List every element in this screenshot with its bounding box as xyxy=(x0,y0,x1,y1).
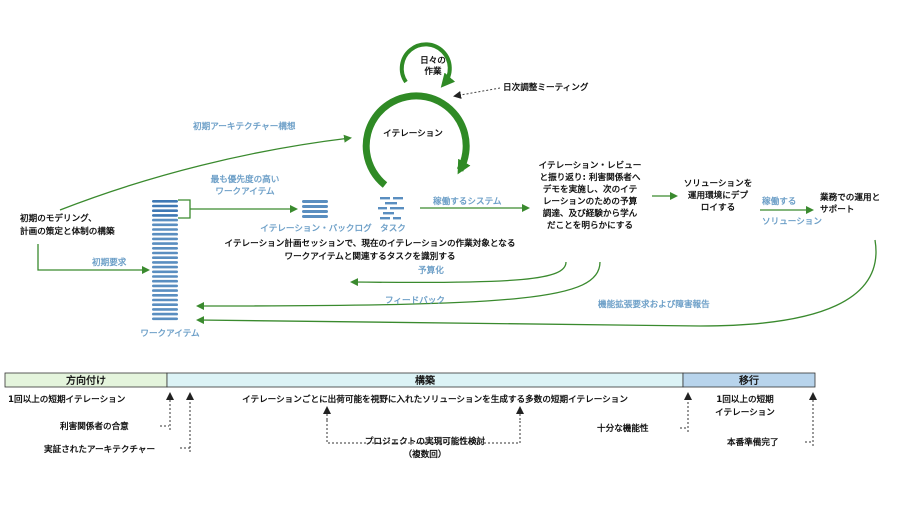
work-item-bar xyxy=(152,256,178,259)
project-viability-label-2: （複数回） xyxy=(404,448,447,460)
work-item-bar xyxy=(152,214,178,217)
phase-construction-label: 構築 xyxy=(415,374,436,387)
funding-label: 予算化 xyxy=(418,264,444,276)
construction-note: イテレーションごとに出荷可能を視野に入れたソリューションを生成する多数の短期イテ… xyxy=(242,393,628,405)
work-item-bar xyxy=(152,294,178,297)
initial-requirements-arrow xyxy=(37,244,150,274)
high-priority-label: 最も優先度の高い xyxy=(211,173,280,185)
svg-text:イテレーション・レビュー: イテレーション・レビュー xyxy=(539,159,642,171)
work-item-bar xyxy=(152,209,178,212)
daily-work-label: 日々の xyxy=(420,55,446,66)
iteration-backlog-stack xyxy=(302,200,328,218)
high-priority-label-2: ワークアイテム xyxy=(215,186,275,197)
high-priority-bracket xyxy=(178,199,191,219)
daily-meeting-label: 日次調整ミーティング xyxy=(503,81,589,93)
initial-architecture-arrow xyxy=(59,134,352,211)
working-solution-label-2: ソリューション xyxy=(762,216,822,227)
work-item-bar xyxy=(152,251,178,255)
transition-note: 1回以上の短期 xyxy=(716,393,774,405)
svg-text:レーションのための予算: レーションのための予算 xyxy=(543,195,638,207)
initial-architecture-label: 初期アーキテクチャー構想 xyxy=(193,120,296,132)
project-viability-label: プロジェクトの実現可能性検討 xyxy=(365,435,486,447)
iteration-review-text: イテレーション・レビュー と振り返り: 利害関係者へ デモを実施し、次のイテ レ… xyxy=(539,159,642,231)
work-item-bar xyxy=(152,232,178,236)
iteration-label: イテレーション xyxy=(383,128,443,139)
svg-text:ソリューションを: ソリューションを xyxy=(684,178,753,189)
work-item-bar xyxy=(152,242,178,245)
phase-transition-label: 移行 xyxy=(739,374,759,387)
work-item-bar xyxy=(152,261,178,264)
svg-text:デモを実施し、次のイテ: デモを実施し、次のイテ xyxy=(543,183,638,195)
work-item-bar xyxy=(152,247,178,250)
sufficient-functionality-label: 十分な機能性 xyxy=(597,422,649,434)
phase-transition xyxy=(682,372,816,388)
daily-loop-arrow xyxy=(399,42,456,88)
proven-architecture-label: 実証されたアーキテクチャー xyxy=(44,443,155,455)
feedback-label: フィードバック xyxy=(385,295,445,306)
work-item-bar xyxy=(152,204,178,208)
work-item-bar xyxy=(152,284,178,288)
work-item-bar xyxy=(152,237,178,241)
svg-text:と振り返り: 利害関係者へ: と振り返り: 利害関係者へ xyxy=(540,171,641,183)
work-items-stack xyxy=(152,200,178,321)
release-text: ソリューションを 運用環境にデプ ロイする xyxy=(684,178,753,213)
work-item-bar xyxy=(152,308,178,311)
tasks-icon xyxy=(378,197,404,220)
task-label: タスク xyxy=(380,222,406,234)
operations-label-2: サポート xyxy=(820,203,854,215)
svg-text:だことを明らかにする: だことを明らかにする xyxy=(547,220,633,231)
work-item-bar xyxy=(152,200,178,203)
svg-text:運用環境にデプ: 運用環境にデプ xyxy=(688,189,749,201)
work-item-bar xyxy=(152,275,178,278)
work-item-bar xyxy=(152,298,178,302)
svg-text:ロイする: ロイする xyxy=(701,202,735,213)
planning-session-label-2: ワークアイテムと関連するタスクを識別する xyxy=(284,250,455,262)
initial-modeling-label: 初期のモデリング、 xyxy=(20,212,97,224)
work-item-bar xyxy=(152,317,178,321)
working-solution-label: 稼働する xyxy=(762,195,796,207)
initial-modeling-label-2: 計画の策定と体制の構築 xyxy=(20,225,115,237)
transition-note-2: イテレーション xyxy=(715,407,775,418)
production-ready-label: 本番準備完了 xyxy=(727,436,779,448)
work-item-bar xyxy=(152,218,178,222)
working-system-label: 稼働するシステム xyxy=(433,195,502,207)
iteration-backlog-label: イテレーション・バックログ xyxy=(260,222,372,234)
inception-note: 1回以上の短期イテレーション xyxy=(8,393,126,405)
planning-session-label: イテレーション計画セッションで、現在のイテレーションの作業対象となる xyxy=(225,237,516,249)
enhancements-arrow xyxy=(196,239,877,327)
work-items-label: ワークアイテム xyxy=(140,328,200,339)
work-item-bar xyxy=(152,265,178,269)
work-item-bar xyxy=(152,270,178,274)
iteration-loop-arrow xyxy=(362,92,471,188)
svg-text:調達、及び経験から学ん: 調達、及び経験から学ん xyxy=(543,207,638,219)
funding-arrow xyxy=(350,261,567,287)
work-item-bar xyxy=(152,303,178,306)
work-item-bar xyxy=(152,289,178,292)
operations-label: 業務での運用と xyxy=(819,191,880,203)
enhancements-label: 機能拡張要求および障害報告 xyxy=(598,298,710,310)
work-item-bar xyxy=(152,312,178,316)
work-item-bar xyxy=(152,228,178,231)
phase-inception-label: 方向付け xyxy=(66,374,106,387)
work-item-bar xyxy=(152,223,178,227)
feedback-arrow xyxy=(196,261,601,310)
stakeholder-consensus-label: 利害関係者の合意 xyxy=(59,420,129,432)
work-item-bar xyxy=(152,279,178,283)
daily-work-label-2: 作業 xyxy=(424,65,442,77)
initial-requirements-label: 初期要求 xyxy=(92,256,127,268)
daily-meeting-pointer xyxy=(453,87,501,99)
